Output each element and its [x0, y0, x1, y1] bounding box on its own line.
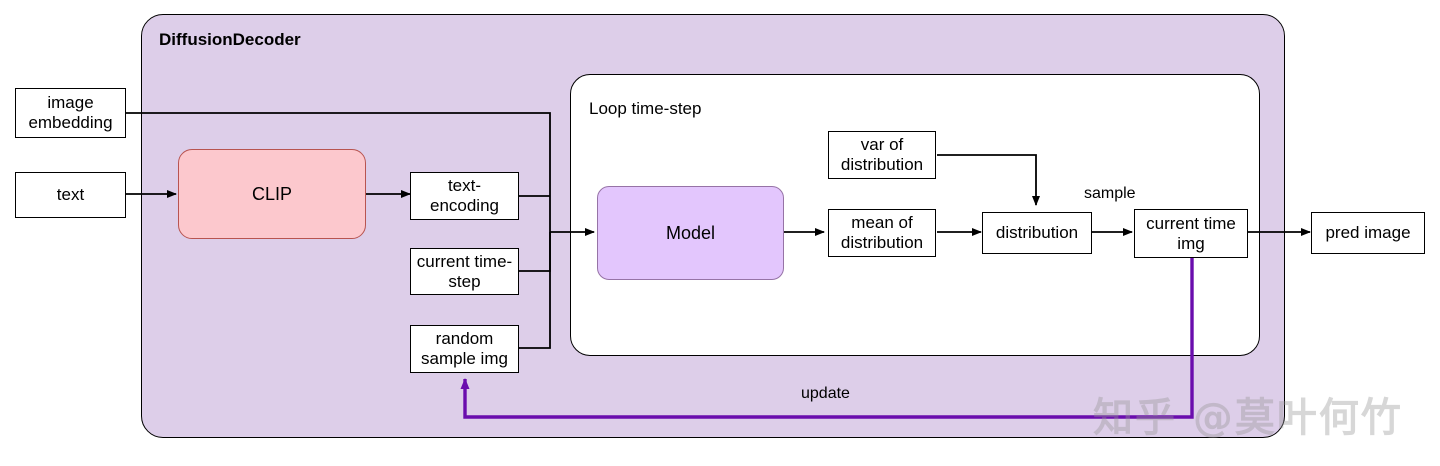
node-current-time-img[interactable]: current time img [1134, 209, 1248, 258]
edge-timestep-to-bus [519, 232, 551, 272]
edge-var-to-distribution [937, 154, 1040, 206]
node-text[interactable]: text [15, 172, 126, 218]
edge-imageembedding-to-bus [126, 112, 551, 232]
edge-update-feedback [460, 258, 1194, 419]
node-random-sample-img[interactable]: random sample img [410, 325, 519, 373]
node-distribution[interactable]: distribution [982, 212, 1092, 254]
edge-label-sample: sample [1084, 185, 1136, 202]
diffusion-decoder-title: DiffusionDecoder [159, 30, 301, 49]
node-var-of-distribution[interactable]: var of distribution [828, 131, 936, 179]
edge-randomsample-to-bus [519, 232, 551, 349]
node-pred-image[interactable]: pred image [1311, 212, 1425, 254]
node-text-encoding[interactable]: text- encoding [410, 172, 519, 220]
node-current-time-step[interactable]: current time- step [410, 248, 519, 295]
node-clip[interactable]: CLIP [178, 149, 366, 239]
edge-label-update: update [801, 385, 850, 402]
node-mean-of-distribution[interactable]: mean of distribution [828, 209, 936, 257]
loop-time-step-title: Loop time-step [589, 99, 702, 118]
node-model[interactable]: Model [597, 186, 784, 280]
node-image-embedding[interactable]: image embedding [15, 88, 126, 138]
